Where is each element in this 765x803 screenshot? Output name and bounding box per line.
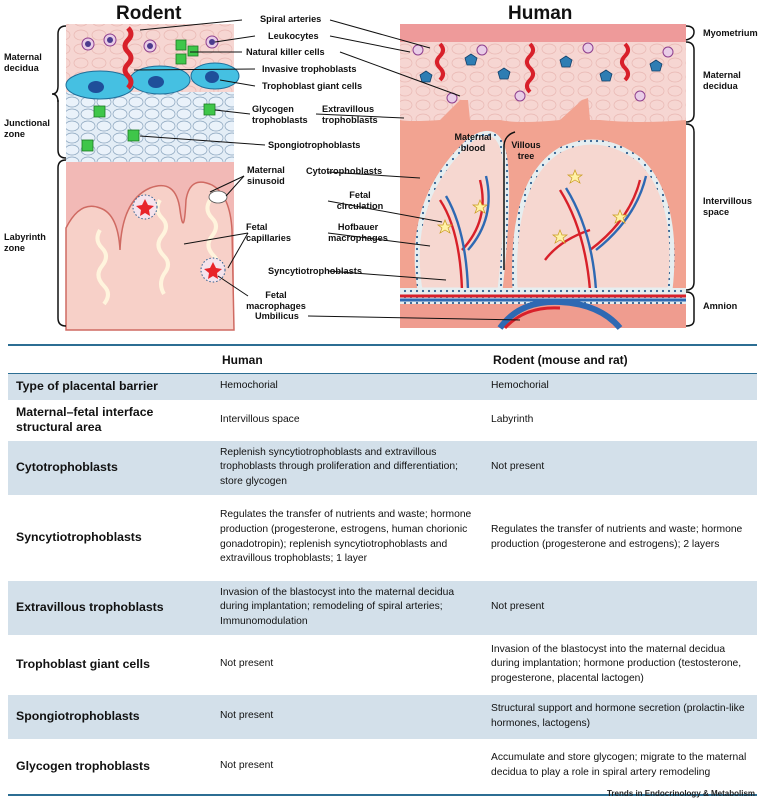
label-extravillous-trophoblasts: Extravillous trophoblasts [322,104,378,125]
label-glycogen-trophoblasts: Glycogen trophoblasts [252,104,308,125]
rodent-panel [65,24,240,331]
human-panel [400,24,686,330]
table-row: Syncytiotrophoblasts Regulates the trans… [8,495,757,581]
label-trophoblast-giant-cells: Trophoblast giant cells [262,81,363,91]
table-row: Cytotrophoblasts Replenish syncytiotroph… [8,440,757,495]
label-fetal-circulation: Fetal circulation [336,190,384,211]
zone-label-labyrinth: Labyrinth zone [4,232,46,253]
rodent-title: Rodent [116,3,182,24]
zone-label-human-decidua: Maternal decidua [703,70,741,91]
table-row: Type of placental barrier Hemochorial He… [8,373,757,400]
table-row: Maternal–fetal interface structural area… [8,400,757,441]
label-syncytiotrophoblasts: Syncytiotrophoblasts [268,266,362,276]
placenta-figure: Rodent Human Maternal decidua Junctional… [0,0,765,335]
zone-label-rodent-decidua: Maternal decidua [4,52,42,73]
label-maternal-sinusoid: Maternal sinusoid [247,165,285,186]
cell-rodent: Structural support and hormone secretion… [485,694,757,739]
table-row: Trophoblast giant cells Not present Inva… [8,635,757,695]
header-human: Human [214,344,485,374]
label-spiral-arteries: Spiral arteries [260,14,322,24]
table-row: Glycogen trophoblasts Not present Accumu… [8,738,757,796]
row-label: Spongiotrophoblasts [8,694,214,739]
cell-rodent: Hemochorial [485,373,757,400]
row-label: Extravillous trophoblasts [8,580,214,635]
journal-footer: Trends in Endocrinology & Metabolism [606,789,755,798]
label-hofbauer-macrophages: Hofbauer macrophages [328,222,388,243]
cell-rodent: Not present [485,580,757,635]
zone-brackets [51,25,695,327]
label-spongiotrophoblasts: Spongiotrophoblasts [268,140,361,150]
zone-label-amnion: Amnion [703,301,738,311]
label-natural-killer-cells: Natural killer cells [246,47,325,57]
trophoblast-giant-cells [65,62,240,100]
row-label: Maternal–fetal interface structural area [16,405,154,434]
cell-human: Not present [214,694,485,739]
row-label: Trophoblast giant cells [16,657,150,671]
row-label: Syncytiotrophoblasts [16,530,142,544]
cell-human: Hemochorial [214,373,485,400]
row-label: Type of placental barrier [8,373,214,400]
table-row: Spongiotrophoblasts Not present Structur… [8,694,757,739]
cell-human: Replenish syncytiotrophoblasts and extra… [214,440,485,495]
label-villous-tree: Villous tree [511,140,541,161]
cell-rodent: Invasion of the blastocyst into the mate… [491,643,742,684]
label-fetal-capillaries: Fetal capillaries [246,222,291,243]
row-label: Cytotrophoblasts [8,440,214,495]
zone-label-myometrium: Myometrium [703,28,758,38]
label-fetal-macrophages: Fetal macrophages [246,290,306,311]
cell-human: Intervillous space [220,413,300,425]
label-umbilicus: Umbilicus [255,311,299,321]
cell-rodent: Regulates the transfer of nutrients and … [491,523,743,550]
cell-human: Not present [220,658,274,670]
label-maternal-blood: Maternal blood [454,132,492,153]
label-invasive-trophoblasts: Invasive trophoblasts [262,64,357,74]
placenta-diagram [51,19,695,331]
comparison-table-wrapper: Human Rodent (mouse and rat) Type of pla… [8,344,757,796]
header-rodent: Rodent (mouse and rat) [485,344,757,374]
zone-label-junctional: Junctional zone [4,118,50,139]
label-leukocytes: Leukocytes [268,31,319,41]
cell-human: Not present [214,738,485,796]
row-label: Glycogen trophoblasts [8,738,214,796]
table-header-row: Human Rodent (mouse and rat) [8,344,757,374]
leader-lines [133,19,521,321]
label-cytotrophoblasts: Cytotrophoblasts [306,166,383,176]
human-title: Human [508,3,573,24]
cell-rodent: Labyrinth [491,413,534,425]
cell-rodent: Not present [485,440,757,495]
table-row: Extravillous trophoblasts Invasion of th… [8,580,757,635]
cell-human: Invasion of the blastocyst into the mate… [214,580,485,635]
header-empty [8,344,214,374]
comparison-table: Human Rodent (mouse and rat) Type of pla… [8,344,757,796]
cell-human: Regulates the transfer of nutrients and … [220,509,472,565]
zone-label-intervillous: Intervillous space [703,196,753,217]
cell-rodent: Accumulate and store glycogen; migrate t… [485,738,757,796]
